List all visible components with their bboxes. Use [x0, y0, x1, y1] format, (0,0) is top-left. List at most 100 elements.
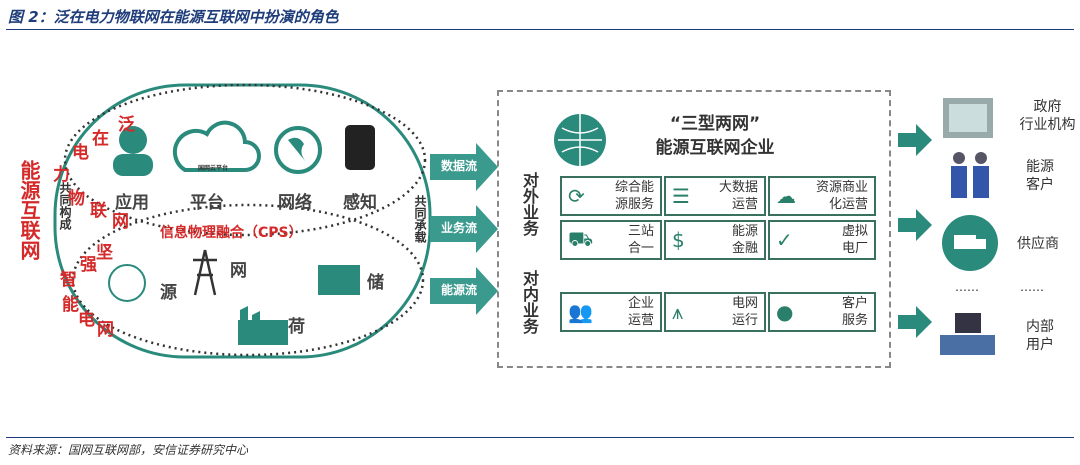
- co-constitute-label: 共同构成: [58, 182, 72, 230]
- card-label-line: 能源: [1026, 159, 1054, 175]
- card-label-line: 用户: [1026, 337, 1054, 353]
- delivery-truck-icon: [942, 215, 998, 271]
- ellipsis: ……: [1020, 280, 1044, 294]
- card-label-line: 资源商业: [815, 180, 868, 195]
- target-energy-customer: 能源客户: [1015, 158, 1065, 194]
- card-label-line: 供应商: [1017, 236, 1059, 252]
- grid-char: 强: [80, 255, 97, 275]
- battery-icon: [318, 265, 360, 295]
- card-label-line: 能源: [731, 224, 758, 239]
- card-label-line: 运营: [627, 313, 654, 328]
- truck-icon: ⛟: [568, 226, 594, 251]
- enterprise-heading-2: 能源互联网企业: [655, 138, 775, 158]
- source-divider: [6, 437, 1074, 438]
- agent-icon: ●: [776, 300, 794, 324]
- iot-char: 网: [112, 212, 129, 232]
- ellipsis: ……: [955, 280, 979, 294]
- dollar-icon: $: [672, 228, 685, 252]
- factory-icon: [238, 306, 288, 345]
- server-icon: ☰: [672, 184, 690, 208]
- wind-turbine-icon: [108, 264, 146, 302]
- card-label-line: 运营: [731, 197, 758, 212]
- grid-char: 网: [97, 320, 114, 340]
- external-business-label: 对外业务: [520, 172, 539, 236]
- source-note: 资料来源：国网互联网部，安信证券研究中心: [8, 443, 249, 457]
- energy-internet-label: 能源互联网: [17, 160, 41, 260]
- card-three-stations: ⛟ 三站合一: [560, 220, 662, 260]
- iot-char: 物: [68, 189, 85, 209]
- card-label-line: 企业: [627, 296, 654, 311]
- iot-char: 电: [72, 143, 89, 163]
- layer-network: 网络: [278, 193, 312, 213]
- card-label-line: 客户: [841, 296, 868, 311]
- energy-flow-arrow: 能源流: [430, 267, 498, 315]
- card-label-line: 综合能: [614, 180, 654, 195]
- card-label-line: 三站: [627, 224, 654, 239]
- cps-label: 信息物理融合（CPS）: [160, 225, 303, 241]
- flow-label: 业务流: [440, 221, 477, 235]
- flow-label: 能源流: [440, 283, 477, 297]
- grid-char: 坚: [96, 243, 113, 263]
- enterprise-heading-1: “三型两网”: [669, 114, 761, 134]
- iot-char: 联: [90, 201, 107, 221]
- sgcc-logo: [554, 114, 606, 166]
- card-label-line: 合一: [627, 241, 654, 256]
- tower-icon: ⩚: [672, 300, 684, 324]
- card-label-line: 电厂: [841, 241, 868, 256]
- iot-char: 在: [92, 129, 109, 149]
- card-customer-service: ●客户服务: [768, 292, 876, 332]
- co-carry-label: 共同承载: [413, 195, 427, 243]
- shield-check-icon: ✓: [776, 228, 793, 252]
- physical-source: 源: [160, 283, 177, 303]
- card-label-line: 源服务: [614, 197, 654, 212]
- grid-char: 能: [62, 295, 79, 315]
- card-grid-operation: ⩚ 电网运行: [664, 292, 766, 332]
- card-label-line: 行业机构: [1019, 117, 1076, 133]
- card-label-line: 电网: [731, 296, 758, 311]
- internal-business-label: 对内业务: [520, 270, 539, 334]
- card-label-line: 运行: [731, 313, 758, 328]
- flow-label: 数据流: [440, 159, 477, 173]
- office-worker-icon: [940, 313, 995, 355]
- card-label-line: 客户: [1026, 177, 1054, 193]
- layer-platform: 平台: [190, 193, 224, 213]
- target-internal-user: 内部用户: [1015, 318, 1065, 354]
- right-arrow: [898, 306, 932, 338]
- data-flow-arrow: 数据流: [430, 143, 498, 191]
- card-big-data: ☰ 大数据运营: [664, 176, 766, 216]
- people-icon: 👥: [568, 300, 593, 324]
- business-flow-arrow: 业务流: [430, 205, 498, 253]
- title-divider: [6, 29, 1074, 30]
- user-icon: [113, 154, 153, 176]
- card-label-line: 大数据: [718, 180, 758, 195]
- card-energy-finance: $ 能源金融: [664, 220, 766, 260]
- card-label-line: 政府: [1033, 99, 1062, 115]
- energy-service-icon: ⟳: [568, 184, 585, 208]
- physical-grid: 网: [230, 261, 247, 281]
- card-label-line: 虚拟: [841, 224, 868, 239]
- card-virtual-plant: ✓ 虚拟电厂: [768, 220, 876, 260]
- transmission-tower-icon: [193, 249, 217, 296]
- iot-char: 泛: [118, 115, 135, 135]
- grid-char: 智: [60, 270, 77, 290]
- layer-sensing: 感知: [343, 193, 377, 213]
- figure-title: 图 2：泛在电力物联网在能源互联网中扮演的角色: [8, 8, 339, 26]
- target-supplier: 供应商: [1008, 235, 1068, 253]
- enterprise-box: [497, 90, 891, 368]
- layer-application: 应用: [115, 193, 149, 213]
- right-arrow: [898, 209, 932, 241]
- cloud-refresh-icon: ☁: [776, 184, 796, 208]
- physical-storage: 储: [367, 273, 384, 293]
- cloud-platform-text: 国网云平台: [198, 165, 229, 172]
- sensor-meter-icon: [345, 125, 375, 170]
- card-integrated-energy: ⟳ 综合能源服务: [560, 176, 662, 216]
- right-arrow: [898, 124, 932, 156]
- handshake-people-icon: [951, 152, 989, 198]
- physical-load: 荷: [288, 317, 305, 337]
- card-label-line: 金融: [731, 241, 758, 256]
- card-label-line: 化运营: [828, 197, 868, 212]
- cloud-icon: [172, 120, 261, 172]
- target-government: 政府行业机构: [1015, 98, 1080, 134]
- iot-char: 力: [53, 165, 70, 185]
- government-building-icon: [943, 98, 993, 138]
